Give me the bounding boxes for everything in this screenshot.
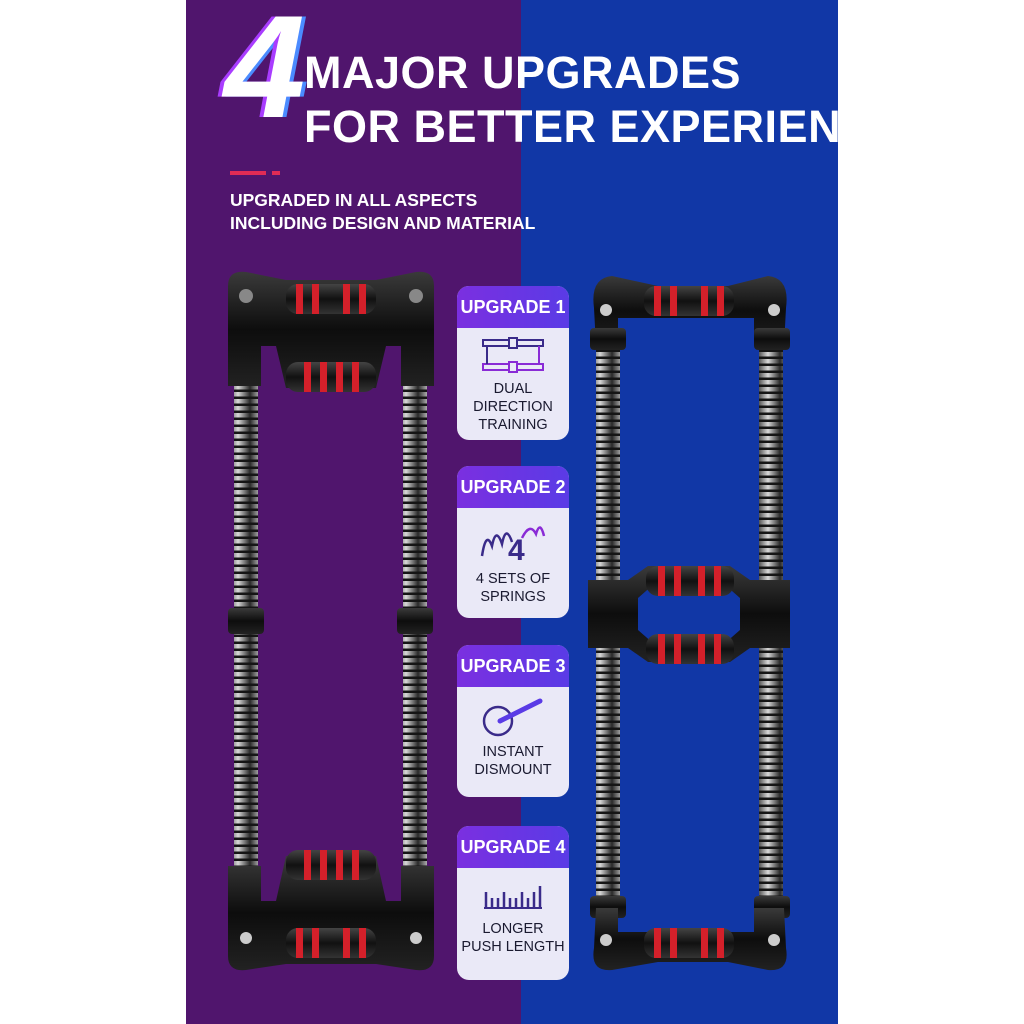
- upgrade-card-line: DIRECTION: [473, 399, 553, 415]
- upgrade-card-title: UPGRADE 3: [457, 645, 569, 687]
- upgrade-card-title: UPGRADE 1: [457, 286, 569, 328]
- accent-dot: [272, 171, 280, 175]
- upgrade-card-3: UPGRADE 3 INSTANT DISMOUNT: [457, 645, 569, 797]
- exerciser-right-image: [588, 276, 790, 971]
- push-length-icon: [484, 886, 542, 909]
- dual-direction-icon: [482, 337, 544, 373]
- headline-line-2: FOR BETTER EXPERIENCE: [304, 101, 838, 152]
- upgrade-card-title: UPGRADE 2: [457, 466, 569, 508]
- upgrade-card-line: SPRINGS: [480, 589, 546, 605]
- subheadline-line-1: UPGRADED IN ALL ASPECTS: [230, 190, 478, 210]
- right-background: [521, 0, 838, 1024]
- exerciser-left-image: [228, 271, 434, 971]
- headline-line-1: MAJOR UPGRADES: [304, 47, 742, 98]
- springs-count-label: 4: [508, 534, 525, 566]
- upgrade-card-4: UPGRADE 4 LONGER PUSH LENGTH: [457, 826, 569, 980]
- upgrade-card-line: 4 SETS OF: [475, 571, 551, 587]
- accent-bar: [230, 171, 266, 175]
- headline-number: 4: [224, 0, 305, 148]
- dismount-icon: [482, 698, 543, 737]
- upgrade-card-line: LONGER: [482, 921, 544, 937]
- upgrade-card-2: UPGRADE 2 4 4 SETS OF SPRINGS: [457, 466, 569, 618]
- upgrade-card-line: DISMOUNT: [474, 762, 552, 778]
- upgrade-card-title: UPGRADE 4: [457, 826, 569, 868]
- upgrade-card-line: TRAINING: [478, 417, 548, 433]
- upgrade-card-line: PUSH LENGTH: [461, 939, 565, 955]
- product-banner: 4 MAJOR UPGRADES FOR BETTER EXPERIENCE U…: [186, 0, 838, 1024]
- upgrade-card-line: DUAL: [493, 381, 533, 397]
- springs-icon: 4: [480, 526, 546, 566]
- subheadline-line-2: INCLUDING DESIGN AND MATERIAL: [230, 213, 536, 233]
- upgrade-card-1: UPGRADE 1 DUAL DIRECTION TRAINING: [457, 286, 569, 440]
- upgrade-card-line: INSTANT: [482, 744, 544, 760]
